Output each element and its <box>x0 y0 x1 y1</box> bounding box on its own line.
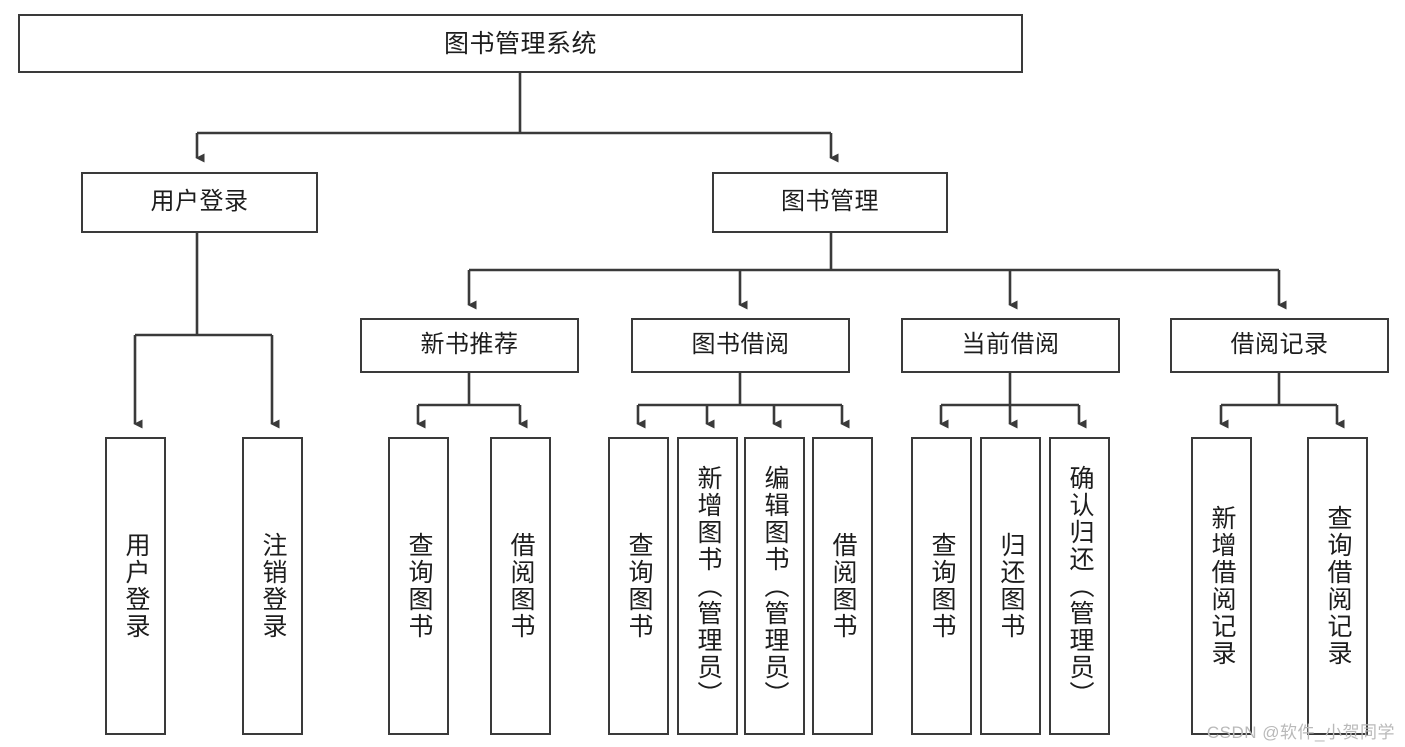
node-leaf-edit-book[interactable]: 编辑图书（管理员） <box>744 437 805 735</box>
node-book-manage[interactable]: 图书管理 <box>712 172 948 233</box>
node-leaf-return-book-label: 归还图书 <box>997 532 1025 640</box>
node-leaf-add-record[interactable]: 新增借阅记录 <box>1191 437 1252 735</box>
node-book-manage-label: 图书管理 <box>781 188 879 216</box>
node-leaf-edit-book-label: 编辑图书（管理员） <box>761 464 789 708</box>
node-leaf-confirm-return[interactable]: 确认归还（管理员） <box>1049 437 1110 735</box>
node-leaf-query-book-1[interactable]: 查询图书 <box>388 437 449 735</box>
node-borrow-record-label: 借阅记录 <box>1230 331 1329 359</box>
node-leaf-confirm-return-label: 确认归还（管理员） <box>1066 464 1094 708</box>
node-leaf-borrow-book-2[interactable]: 借阅图书 <box>812 437 873 735</box>
node-new-book-recommend-label: 新书推荐 <box>420 331 519 359</box>
node-user-login-label: 用户登录 <box>150 188 249 216</box>
node-leaf-query-record[interactable]: 查询借阅记录 <box>1307 437 1368 735</box>
node-current-borrow-label: 当前借阅 <box>961 331 1060 359</box>
node-leaf-add-book[interactable]: 新增图书（管理员） <box>677 437 738 735</box>
node-leaf-borrow-book-1[interactable]: 借阅图书 <box>490 437 551 735</box>
node-leaf-query-book-3-label: 查询图书 <box>928 532 956 640</box>
node-leaf-user-login-label: 用户登录 <box>122 532 150 640</box>
node-leaf-return-book[interactable]: 归还图书 <box>980 437 1041 735</box>
node-leaf-query-record-label: 查询借阅记录 <box>1324 505 1352 667</box>
node-leaf-add-record-label: 新增借阅记录 <box>1208 505 1236 667</box>
watermark-text: CSDN @软件_小贺同学 <box>1206 723 1395 742</box>
node-leaf-query-book-2[interactable]: 查询图书 <box>608 437 669 735</box>
node-leaf-query-book-1-label: 查询图书 <box>405 532 433 640</box>
node-leaf-user-login[interactable]: 用户登录 <box>105 437 166 735</box>
node-new-book-recommend[interactable]: 新书推荐 <box>360 318 579 373</box>
node-leaf-borrow-book-2-label: 借阅图书 <box>829 532 857 640</box>
node-leaf-query-book-3[interactable]: 查询图书 <box>911 437 972 735</box>
node-leaf-add-book-label: 新增图书（管理员） <box>694 464 722 708</box>
node-leaf-user-logout-label: 注销登录 <box>259 532 287 640</box>
node-leaf-borrow-book-1-label: 借阅图书 <box>507 532 535 640</box>
node-root[interactable]: 图书管理系统 <box>18 14 1023 73</box>
node-root-label: 图书管理系统 <box>443 29 597 58</box>
node-book-borrow-label: 图书借阅 <box>691 331 790 359</box>
node-user-login[interactable]: 用户登录 <box>81 172 318 233</box>
node-borrow-record[interactable]: 借阅记录 <box>1170 318 1389 373</box>
node-current-borrow[interactable]: 当前借阅 <box>901 318 1120 373</box>
node-book-borrow[interactable]: 图书借阅 <box>631 318 850 373</box>
node-leaf-query-book-2-label: 查询图书 <box>625 532 653 640</box>
node-leaf-user-logout[interactable]: 注销登录 <box>242 437 303 735</box>
